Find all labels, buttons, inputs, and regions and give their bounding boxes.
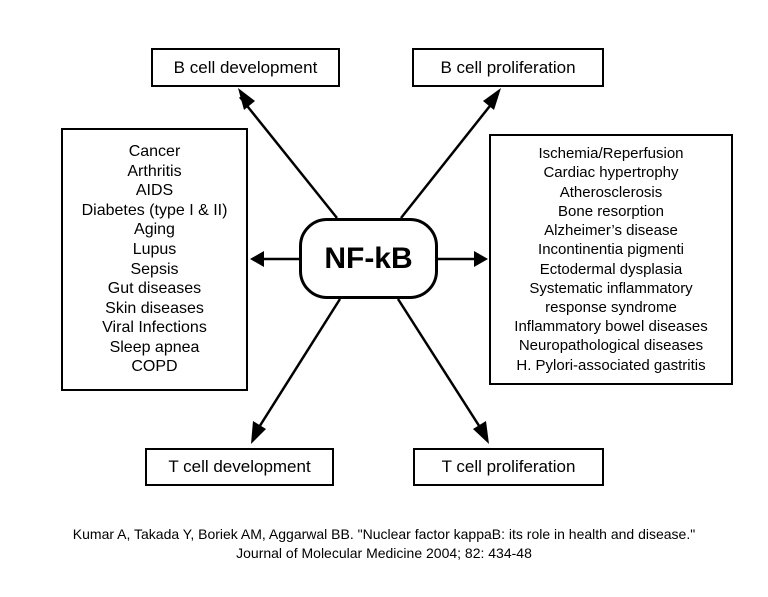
arrow-to-t-cell-proliferation bbox=[396, 298, 485, 433]
b-cell-development-box: B cell development bbox=[151, 48, 340, 87]
diseases-left-list: Cancer Arthritis AIDS Diabetes (type I &… bbox=[61, 128, 248, 391]
t-cell-proliferation-box: T cell proliferation bbox=[413, 448, 604, 486]
citation-line-1: Kumar A, Takada Y, Boriek AM, Aggarwal B… bbox=[72, 526, 696, 542]
list-item: Arthritis bbox=[127, 162, 182, 180]
list-item: Ischemia/Reperfusion bbox=[538, 145, 684, 163]
list-item: Neuropathological diseases bbox=[518, 337, 704, 355]
citation: Kumar A, Takada Y, Boriek AM, Aggarwal B… bbox=[0, 525, 768, 563]
list-item: Diabetes (type I & II) bbox=[81, 201, 228, 219]
nf-kb-node: NF-kB bbox=[299, 218, 438, 299]
arrowhead-t-cell-proliferation bbox=[473, 421, 489, 444]
list-item: Cancer bbox=[128, 142, 181, 160]
list-item: Aging bbox=[134, 221, 175, 239]
arrow-to-b-cell-proliferation bbox=[400, 96, 498, 219]
list-item: Sepsis bbox=[130, 260, 179, 278]
list-item: Viral Infections bbox=[102, 319, 207, 337]
list-item: Systematic inflammatory bbox=[529, 279, 693, 297]
arrowhead-b-cell-proliferation bbox=[483, 88, 501, 110]
list-item: Bone resorption bbox=[558, 202, 664, 220]
list-item: Alzheimer’s disease bbox=[544, 222, 678, 240]
t-cell-development-box: T cell development bbox=[145, 448, 334, 486]
list-item: H. Pylori-associated gastritis bbox=[516, 356, 706, 374]
citation-line-2: Journal of Molecular Medicine 2004; 82: … bbox=[236, 545, 532, 561]
arrowhead-left-list bbox=[250, 251, 264, 267]
list-item: Atherosclerosis bbox=[559, 183, 663, 201]
list-item: Cardiac hypertrophy bbox=[543, 164, 679, 182]
list-item: Sleep apnea bbox=[109, 338, 200, 356]
list-item: response syndrome bbox=[545, 298, 677, 316]
list-item: Incontinentia pigmenti bbox=[538, 241, 684, 259]
b-cell-proliferation-box: B cell proliferation bbox=[412, 48, 604, 87]
list-item: Lupus bbox=[132, 240, 177, 258]
list-item: Gut diseases bbox=[107, 280, 202, 298]
arrow-to-b-cell-development bbox=[239, 96, 338, 219]
arrowhead-b-cell-development bbox=[238, 88, 255, 110]
list-item: Inflammatory bowel diseases bbox=[514, 318, 708, 336]
list-item: COPD bbox=[131, 358, 178, 376]
arrow-to-t-cell-development bbox=[254, 298, 342, 433]
list-item: Ectodermal dysplasia bbox=[539, 260, 683, 278]
list-item: AIDS bbox=[135, 182, 174, 200]
arrowhead-right-list bbox=[474, 251, 488, 267]
list-item: Skin diseases bbox=[105, 299, 204, 317]
diseases-right-list: Ischemia/Reperfusion Cardiac hypertrophy… bbox=[489, 134, 733, 385]
arrowhead-t-cell-development bbox=[251, 421, 266, 444]
